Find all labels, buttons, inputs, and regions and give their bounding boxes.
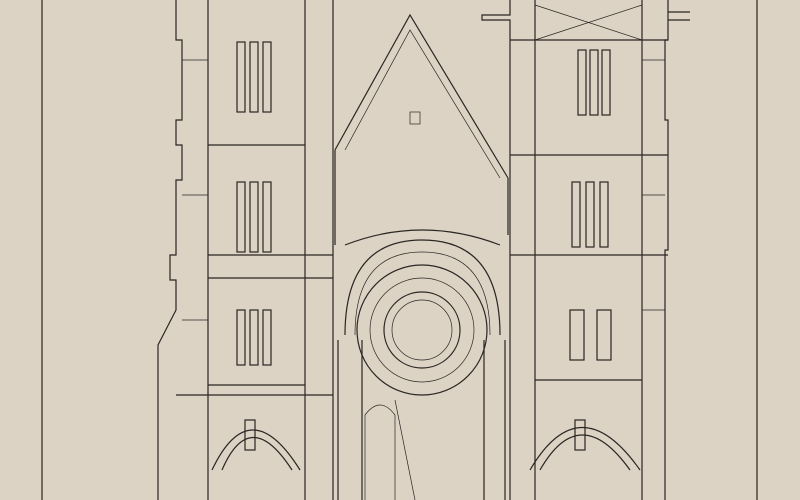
- frame-lines: [41, 0, 758, 500]
- right-tower: [481, 0, 690, 500]
- right-tower-windows: [569, 49, 612, 361]
- center-gable: [334, 13, 509, 246]
- rose-window: [337, 239, 506, 500]
- left-tower: [157, 0, 334, 500]
- left-tower-windows: [236, 41, 272, 366]
